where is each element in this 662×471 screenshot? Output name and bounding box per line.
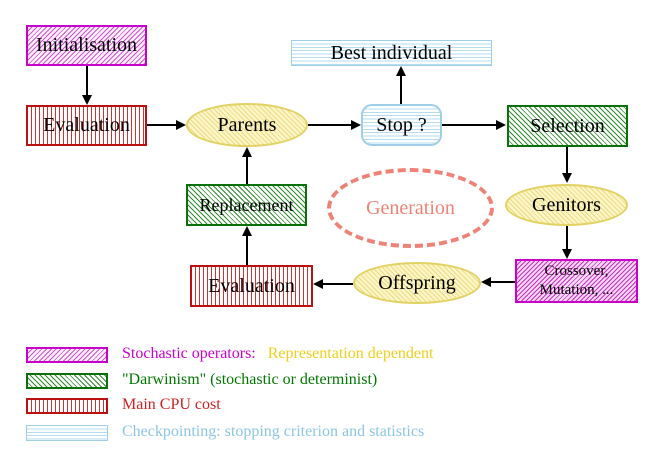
node-offspring-label: Offspring [378, 271, 456, 294]
node-initialisation-label: Initialisation [35, 34, 138, 56]
node-evaluation-bottom-label: Evaluation [208, 274, 295, 297]
node-replacement: Replacement [186, 184, 307, 226]
node-offspring: Offspring [353, 262, 481, 304]
node-best-individual-label: Best individual [330, 41, 453, 64]
node-replacement-label: Replacement [199, 194, 294, 215]
node-parents-label: Parents [217, 113, 277, 136]
node-genitors: Genitors [505, 184, 628, 226]
node-genitors-label: Genitors [532, 193, 601, 216]
node-stop-label: Stop ? [376, 113, 427, 136]
legend-swatch-main-cpu-cost [26, 398, 108, 414]
node-generation-label: Generation [366, 196, 455, 219]
node-best-individual: Best individual [291, 40, 492, 66]
node-mutation-label: Mutation, ... [539, 282, 614, 298]
legend-label-darwinism: "Darwinism" (stochastic or determinist) [122, 371, 378, 388]
node-evaluation-top: Evaluation [26, 105, 147, 146]
node-crossover-mutation: Crossover, Mutation, ... [515, 259, 638, 303]
legend-label-checkpointing: Checkpointing: stopping criterion and st… [122, 423, 425, 440]
legend-label-representation-dependent: Representation dependent [267, 345, 434, 362]
node-selection-label: Selection [530, 114, 605, 137]
node-parents: Parents [186, 103, 308, 147]
legend-row-stochastic-operators: Stochastic operators: Representation depe… [122, 345, 433, 363]
legend-label-stochastic-operators: Stochastic operators: [122, 345, 256, 362]
legend-label-main-cpu-cost: Main CPU cost [122, 396, 221, 413]
node-stop: Stop ? [361, 104, 442, 146]
legend-swatch-stochastic-operators [26, 347, 108, 363]
node-generation-cycle: Generation [327, 168, 494, 248]
node-evaluation-bottom: Evaluation [190, 265, 313, 307]
node-selection: Selection [507, 105, 628, 147]
node-initialisation: Initialisation [26, 25, 147, 66]
legend-swatch-checkpointing [26, 425, 108, 441]
node-crossover-label: Crossover, [544, 262, 609, 279]
node-evaluation-top-label: Evaluation [43, 114, 130, 136]
legend-swatch-darwinism [26, 373, 108, 389]
